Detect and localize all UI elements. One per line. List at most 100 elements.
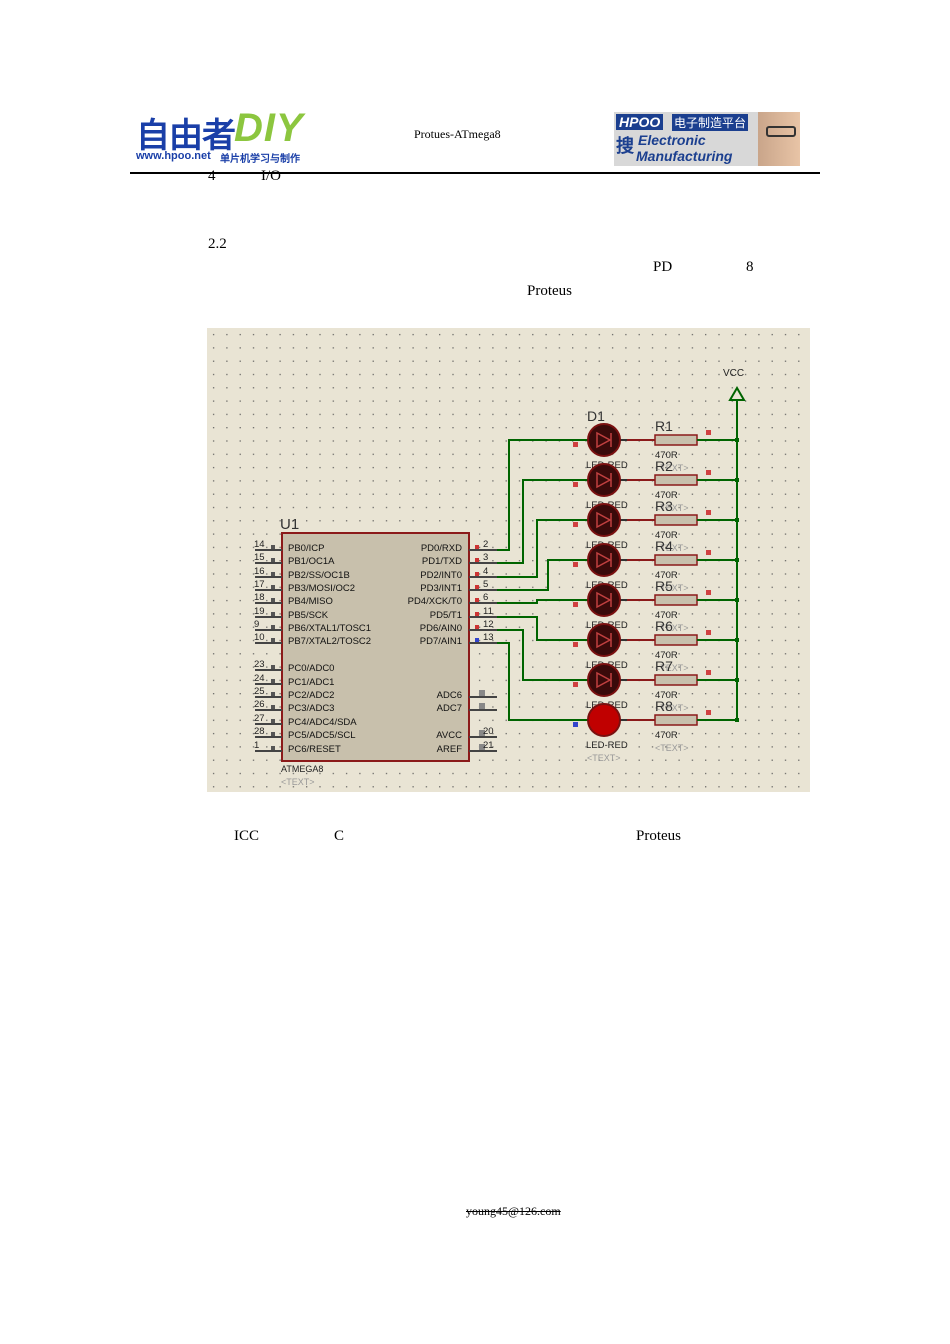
resistor-pin-marker: [706, 590, 711, 595]
resistor-value: 470R: [655, 570, 678, 581]
chip-left-pin-name: PC1/ADC1: [288, 677, 334, 688]
chip-right-pin-number: 5: [483, 579, 488, 590]
chip-left-pin-number: 9: [254, 619, 259, 630]
resistor-body: [654, 594, 698, 606]
chip-left-pin-name: PB5/SCK: [288, 610, 329, 621]
chip-left-pin-name: PB7/XTAL2/TOSC2: [288, 636, 371, 647]
signal-wire: [497, 559, 590, 591]
led-text-placeholder: <TEXT>: [587, 753, 621, 763]
chip-right-pin-marker: [475, 545, 479, 549]
chip-left-pin-number: 23: [254, 659, 265, 670]
chip-left-pin-marker: [271, 598, 275, 602]
chip-left-pin-name: PB3/MOSI/OC2: [288, 583, 355, 594]
chip-text-placeholder: <TEXT>: [281, 777, 315, 787]
resistor-pin-marker: [706, 710, 711, 715]
led-body: [587, 583, 621, 617]
chip-left-pin-marker: [271, 638, 275, 642]
chip-right-pin-marker: [475, 585, 479, 589]
resistor-reference: R1: [655, 418, 673, 434]
chip-right-pin-marker: [475, 558, 479, 562]
chip-left-pin-name: PB2/SS/OC1B: [288, 570, 350, 581]
resistor-value: 470R: [655, 610, 678, 621]
led-body: [587, 423, 621, 457]
body-line4-proteus: Proteus: [636, 828, 681, 844]
resistor-pin-marker: [706, 470, 711, 475]
signal-wire: [497, 642, 590, 721]
resistor-text-placeholder: <TEXT>: [655, 663, 689, 673]
resistor-pin-marker: [706, 630, 711, 635]
resistor-text-placeholder: <TEXT>: [655, 543, 689, 553]
resistor-body: [654, 474, 698, 486]
vcc-junction: [735, 478, 739, 482]
chip-left-pin-number: 15: [254, 552, 265, 563]
led-body: [587, 503, 621, 537]
led-symbol: [596, 671, 612, 689]
resistor-value: 470R: [655, 730, 678, 741]
header-divider: [130, 172, 820, 174]
resistor-body: [654, 554, 698, 566]
vcc-junction: [735, 518, 739, 522]
banner-line2: Manufacturing: [636, 148, 733, 164]
chip-right-pin-number: 6: [483, 592, 488, 603]
chip-left-pin-name: PC3/ADC3: [288, 703, 334, 714]
chip-left-pin-number: 18: [254, 592, 265, 603]
led-pin-marker: [573, 522, 578, 527]
chip-right-pin-name: PD1/TXD: [422, 556, 462, 567]
resistor-body: [654, 514, 698, 526]
vcc-junction: [735, 638, 739, 642]
led-body: [587, 623, 621, 657]
chip-left-pin-name: PC2/ADC2: [288, 690, 334, 701]
chip-left-pin-number: 28: [254, 726, 265, 737]
led-pin-marker: [573, 442, 578, 447]
chip-left-pin-number: 25: [254, 686, 265, 697]
chip-right-pin-marker: [479, 703, 485, 709]
chip-left-pin-marker: [271, 545, 275, 549]
chip-left-pin-number: 16: [254, 566, 265, 577]
chip-reference: U1: [280, 516, 299, 533]
chip-left-pin-marker: [271, 625, 275, 629]
led-body: [587, 703, 621, 737]
chip-left-pin-number: 1: [254, 740, 259, 751]
chip-right-pin-marker: [475, 572, 479, 576]
chip-left-pin-name: PB1/OC1A: [288, 556, 335, 567]
chip-left-pin-name: PC5/ADC5/SCL: [288, 730, 356, 741]
led-symbol: [596, 431, 612, 449]
vcc-junction: [735, 598, 739, 602]
chip-right-pin-number: 4: [483, 566, 488, 577]
chip-left-pin-marker: [271, 558, 275, 562]
banner-chinese: 电子制造平台: [672, 114, 749, 131]
chip-body: [281, 532, 470, 762]
chip-left-pin-name: PB4/MISO: [288, 596, 333, 607]
resistor-pin-marker: [706, 670, 711, 675]
chip-left-pin-name: PC0/ADC0: [288, 663, 334, 674]
signal-wire: [497, 479, 590, 564]
chip-right-pin-marker: [479, 744, 485, 750]
chip-right-pin-number: 3: [483, 552, 488, 563]
resistor-text-placeholder: <TEXT>: [655, 503, 689, 513]
resistor-body: [654, 674, 698, 686]
chip-right-pin-number: 12: [483, 619, 494, 630]
resistor-text-placeholder: <TEXT>: [655, 583, 689, 593]
logo-chinese-text: 自由者: [136, 116, 236, 156]
logo-slogan: 单片机学习与制作: [220, 154, 300, 165]
chip-right-pin-name: PD2/INT0: [420, 570, 462, 581]
signal-wire: [497, 629, 590, 681]
led-reference: D1: [587, 408, 605, 424]
hpoo-banner: HPOO 电子制造平台 搜 Electronic Manufacturing: [614, 112, 800, 166]
chip-right-pin-name: PD7/AIN1: [420, 636, 462, 647]
logo-url: www.hpoo.net: [136, 150, 211, 162]
led-pin-marker: [573, 722, 578, 727]
chip-right-pin-number: 21: [483, 740, 494, 751]
chip-left-pin-number: 17: [254, 579, 265, 590]
resistor-value: 470R: [655, 490, 678, 501]
chip-right-pin-marker: [475, 638, 479, 642]
led-symbol: [596, 551, 612, 569]
chip-left-pin-marker: [271, 572, 275, 576]
banner-line1: Electronic: [638, 132, 706, 148]
chip-left-pin-marker: [271, 746, 275, 750]
resistor-pin-marker: [706, 510, 711, 515]
chip-left-pin-number: 14: [254, 539, 265, 550]
body-line4-c: C: [334, 828, 345, 844]
chip-left-pin-number: 24: [254, 673, 265, 684]
